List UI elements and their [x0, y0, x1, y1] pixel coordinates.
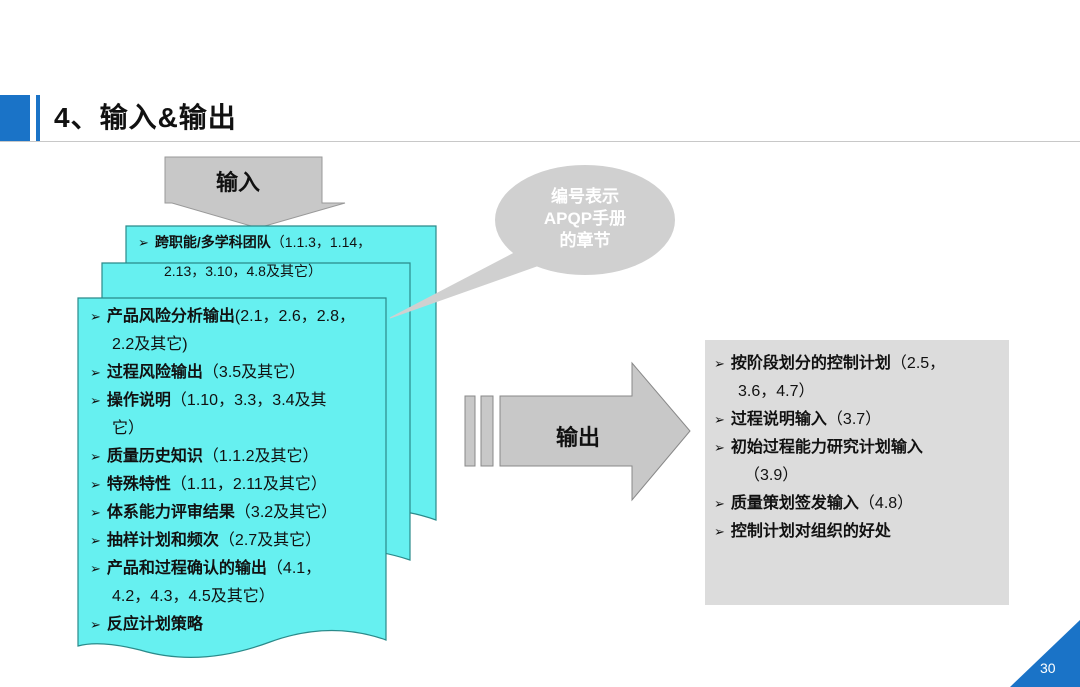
- item-cont: 3.6，4.7）: [738, 383, 815, 400]
- item-rest: （4.8）: [858, 495, 914, 512]
- arrow-bullet-icon: ➢: [714, 496, 725, 511]
- list-item: ➢ 体系能力评审结果（3.2及其它）: [90, 499, 390, 527]
- item-rest: （3.5及其它）: [202, 364, 306, 381]
- arrow-bullet-icon: ➢: [714, 524, 725, 539]
- item-bold: 跨职能/多学科团队: [154, 234, 271, 250]
- arrow-bullet-icon: ➢: [90, 477, 101, 492]
- list-item: ➢ 质量策划签发输入（4.8）: [714, 490, 1004, 518]
- arrow-bullet-icon: ➢: [90, 449, 101, 464]
- list-item: ➢ 控制计划对组织的好处: [714, 518, 1004, 546]
- list-item: ➢ 产品风险分析输出(2.1，2.6，2.8，: [90, 303, 390, 331]
- item-bold: 按阶段划分的控制计划: [730, 355, 891, 372]
- output-list: ➢ 按阶段划分的控制计划（2.5， 3.6，4.7） ➢ 过程说明输入（3.7） ➢…: [714, 350, 1004, 546]
- item-rest: （4.1，: [266, 560, 322, 577]
- list-item: ➢ 质量历史知识（1.1.2及其它）: [90, 443, 390, 471]
- item-bold: 抽样计划和频次: [106, 532, 219, 549]
- input-arrow-label: 输入: [216, 170, 261, 195]
- item-bold: 初始过程能力研究计划输入: [730, 439, 923, 456]
- arrow-bullet-icon: ➢: [90, 309, 101, 324]
- arrow-bullet-icon: ➢: [138, 235, 149, 250]
- item-bold: 体系能力评审结果: [106, 504, 235, 521]
- bubble-line: 的章节: [559, 231, 611, 250]
- output-box: [705, 340, 1009, 605]
- item-bold: 产品和过程确认的输出: [106, 560, 267, 577]
- arrow-bullet-icon: ➢: [714, 440, 725, 455]
- title-accent-line: [36, 95, 40, 141]
- item-rest: （1.11，2.11及其它）: [170, 476, 327, 493]
- list-item: ➢ 按阶段划分的控制计划（2.5，: [714, 350, 1004, 378]
- arrow-bullet-icon: ➢: [90, 365, 101, 380]
- item-bold: 过程说明输入: [730, 411, 827, 428]
- item-bold: 反应计划策略: [106, 616, 203, 633]
- list-item: ➢ 跨职能/多学科团队（1.1.3，1.14，: [138, 228, 438, 257]
- callout-bubble: [495, 165, 675, 275]
- item-rest: （1.1.2及其它）: [202, 448, 319, 465]
- item-cont: 2.13，3.10，4.8及其它）: [164, 263, 322, 279]
- arrow-bullet-icon: ➢: [714, 412, 725, 427]
- arrow-bullet-icon: ➢: [90, 393, 101, 408]
- item-cont: 它）: [112, 420, 145, 437]
- top-doc-list: ➢ 跨职能/多学科团队（1.1.3，1.14， 2.13，3.10，4.8及其它）: [138, 228, 438, 285]
- front-doc-list: ➢产品风险分析输出(2.1，2.6，2.8， 2.2及其它) ➢过程风险输出（3…: [90, 303, 390, 639]
- arrow-bullet-icon: ➢: [90, 533, 101, 548]
- title-divider: [0, 141, 1080, 142]
- output-arrow-stripe: [464, 395, 476, 467]
- item-rest: （2.5，: [890, 355, 946, 372]
- arrow-bullet-icon: ➢: [90, 561, 101, 576]
- item-rest: （1.10，3.3，3.4及其: [170, 392, 327, 409]
- arrow-bullet-icon: ➢: [714, 356, 725, 371]
- item-rest: （3.7）: [826, 411, 882, 428]
- list-item: ➢ 产品和过程确认的输出（4.1，: [90, 555, 390, 583]
- list-item: ➢ 特殊特性（1.11，2.11及其它）: [90, 471, 390, 499]
- arrow-bullet-icon: ➢: [90, 505, 101, 520]
- item-rest: （2.7及其它）: [218, 532, 322, 549]
- item-bold: 过程风险输出: [106, 364, 203, 381]
- item-cont: 2.2及其它): [112, 336, 188, 353]
- title-accent-bar: [0, 95, 30, 141]
- output-arrow-stripe: [480, 395, 494, 467]
- item-bold: 特殊特性: [106, 476, 171, 493]
- list-item: ➢ 抽样计划和频次（2.7及其它）: [90, 527, 390, 555]
- item-bold: 控制计划对组织的好处: [730, 523, 891, 540]
- item-bold: 产品风险分析输出: [106, 308, 235, 325]
- bubble-line: APQP手册: [543, 209, 627, 228]
- output-arrow-label: 输出: [556, 425, 601, 450]
- page-number: 30: [1040, 660, 1056, 676]
- item-rest: （1.1.3，1.14，: [270, 234, 372, 250]
- item-cont: 4.2，4.3，4.5及其它）: [112, 588, 275, 605]
- list-item: ➢ 过程风险输出（3.5及其它）: [90, 359, 390, 387]
- list-item: ➢ 操作说明（1.10，3.3，3.4及其: [90, 387, 390, 415]
- doc-page-front: [77, 297, 387, 658]
- input-arrow: [164, 156, 346, 229]
- list-item: ➢ 过程说明输入（3.7）: [714, 406, 1004, 434]
- item-bold: 质量历史知识: [106, 448, 203, 465]
- list-item: ➢ 初始过程能力研究计划输入: [714, 434, 1004, 462]
- bubble-text: 编号表示 APQP手册 的章节: [520, 186, 650, 252]
- output-arrow: [499, 361, 691, 502]
- item-rest: (2.1，2.6，2.8，: [234, 308, 355, 325]
- item-cont: （3.9）: [744, 467, 799, 484]
- slide-title: 4、输入&输出: [54, 102, 237, 133]
- item-bold: 质量策划签发输入: [730, 495, 859, 512]
- arrow-bullet-icon: ➢: [90, 617, 101, 632]
- item-rest: （3.2及其它）: [234, 504, 338, 521]
- bubble-line: 编号表示: [551, 187, 619, 206]
- page-corner-badge: [1010, 620, 1080, 687]
- item-bold: 操作说明: [106, 392, 171, 409]
- list-item: ➢ 反应计划策略: [90, 611, 390, 639]
